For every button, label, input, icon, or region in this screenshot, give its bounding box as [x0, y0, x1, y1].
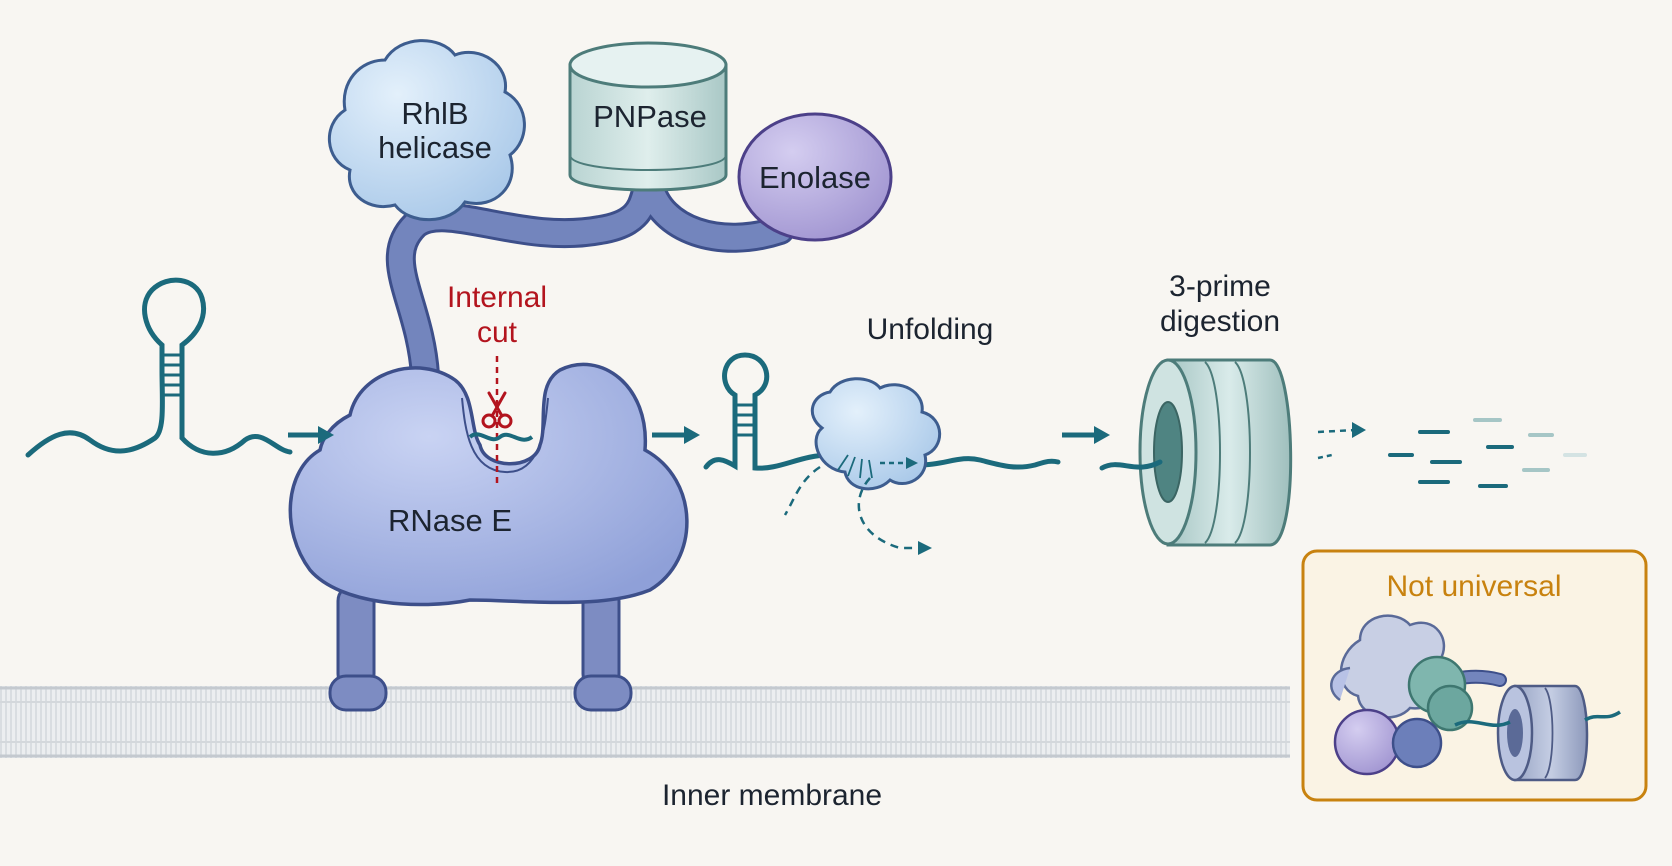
- rhlb-label-line2: helicase: [378, 130, 492, 165]
- enolase-label: Enolase: [759, 160, 871, 195]
- pnpase-barrel: [1138, 358, 1293, 547]
- arrow-right-icon: [288, 426, 334, 444]
- pnpase-label: PNPase: [593, 99, 707, 134]
- not-universal-inset: Not universal: [1301, 549, 1648, 802]
- nucleotide-fragments: [1388, 418, 1587, 488]
- arrow-right-icon: [918, 541, 932, 555]
- exit-arrows: [1317, 422, 1366, 460]
- dashed-flow-arrows: [783, 465, 920, 550]
- rna-in-cleft: [468, 432, 534, 442]
- three-prime-label-line1: 3-prime: [1169, 270, 1271, 303]
- rna-into-barrel: [1099, 459, 1163, 471]
- pnpase: PNPase: [568, 41, 728, 192]
- rnase-e: RNase E: [288, 362, 689, 607]
- rnase-e-label: RNase E: [388, 503, 512, 538]
- internal-cut-annotation: Internal cut: [447, 281, 547, 488]
- three-prime-label-line2: digestion: [1160, 305, 1280, 338]
- rhlb-label-line1: RhlB: [401, 96, 468, 131]
- inner-membrane-label: Inner membrane: [662, 779, 882, 812]
- helicase-unwinding: [810, 377, 942, 491]
- internal-cut-label-line2: cut: [477, 316, 518, 349]
- process-arrows: [288, 426, 1110, 444]
- rhlb-helicase: RhlB helicase: [328, 39, 526, 222]
- inner-membrane: [0, 686, 1290, 758]
- scaffold-linker: [385, 155, 795, 390]
- stem-loop-rna: [25, 277, 293, 458]
- scissors-icon: [481, 391, 513, 429]
- arrow-right-icon: [1062, 426, 1110, 444]
- internal-cut-label-line1: Internal: [447, 281, 547, 314]
- not-universal-label: Not universal: [1386, 570, 1561, 603]
- enolase: Enolase: [737, 112, 893, 242]
- unfolding-label: Unfolding: [867, 313, 994, 346]
- arrow-right-icon: [652, 426, 700, 444]
